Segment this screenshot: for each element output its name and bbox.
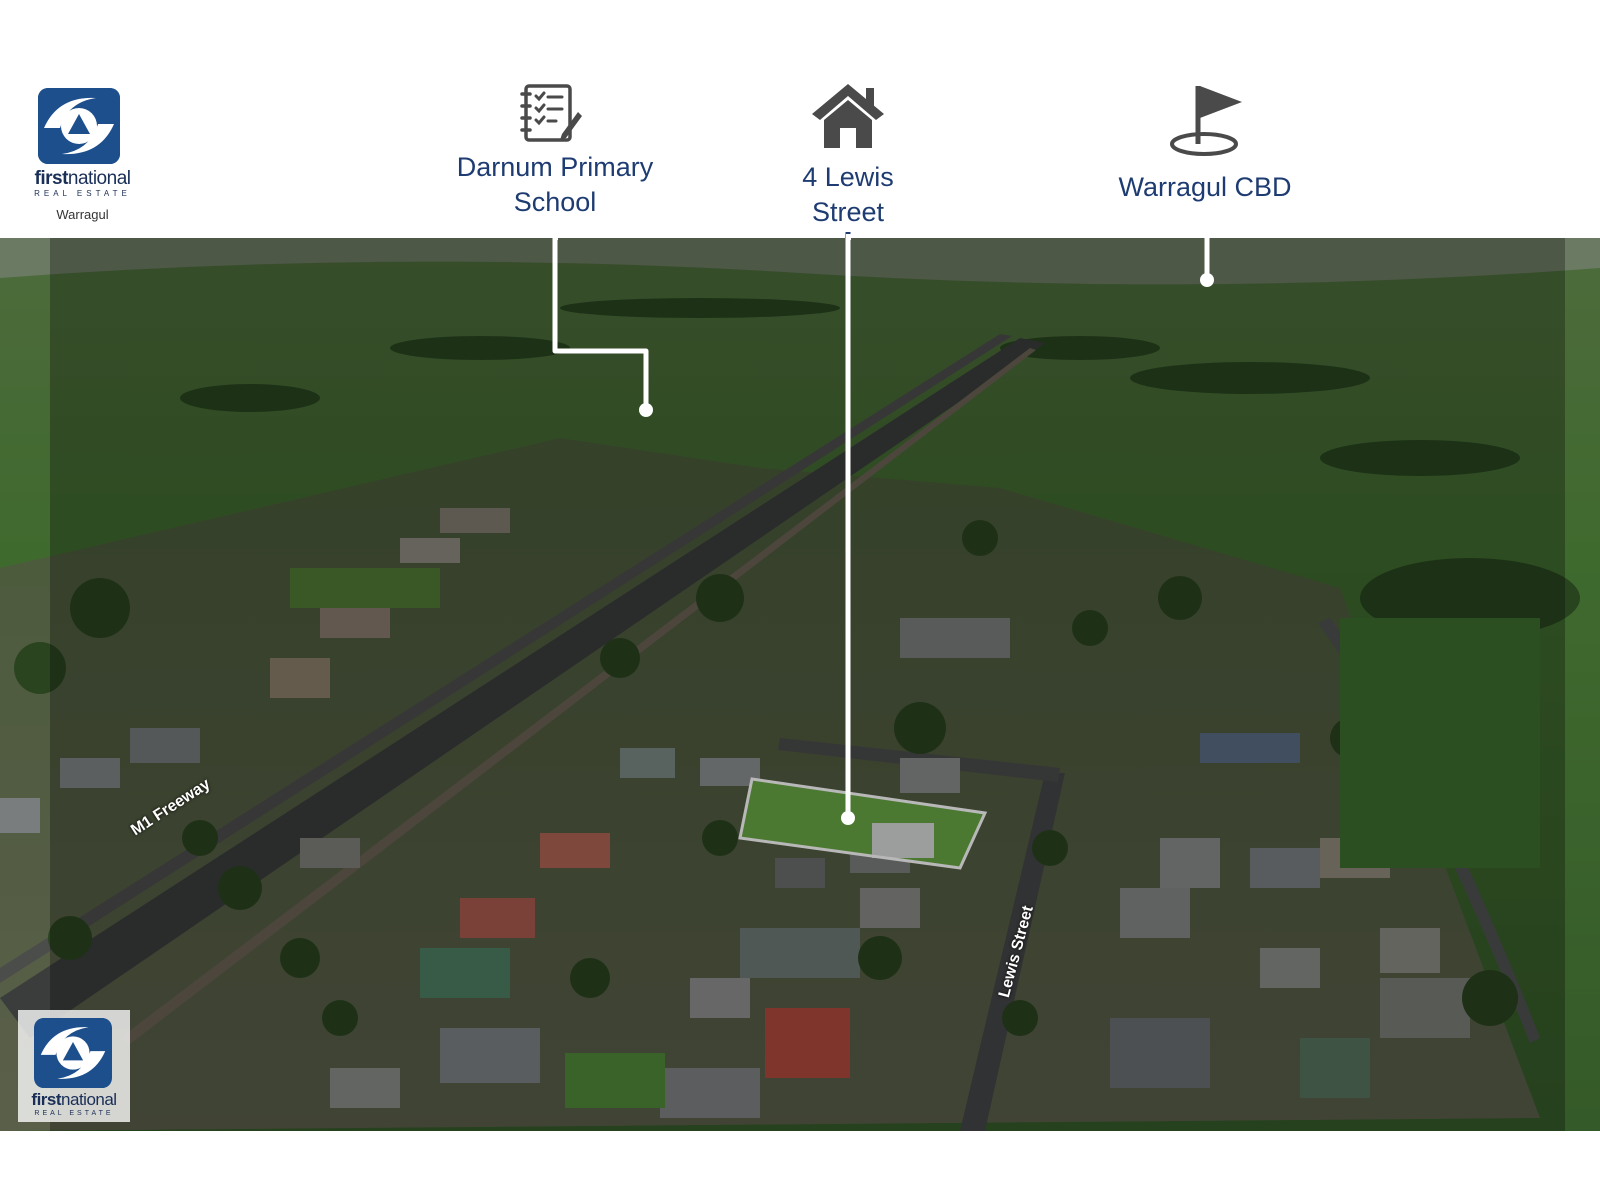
watermark-logo: firstnational REAL ESTATE xyxy=(18,1010,130,1122)
aerial-photo xyxy=(0,238,1600,1131)
marker-property xyxy=(841,811,855,825)
marker-school xyxy=(639,403,653,417)
poi-label-school: Darnum Primary School xyxy=(456,152,654,217)
connector-school-stem xyxy=(553,234,558,240)
watermark-brand-name: firstnational xyxy=(31,1090,117,1109)
poi-label-property: 4 Lewis Street xyxy=(802,162,894,227)
poi-label-cbd: Warragul CBD xyxy=(1118,172,1292,202)
marker-cbd xyxy=(1200,273,1214,287)
house-icon xyxy=(812,84,884,148)
watermark-brand-subtitle: REAL ESTATE xyxy=(34,1110,114,1117)
connector-property-stem xyxy=(846,234,851,240)
property-boundary xyxy=(738,777,988,870)
watermark-mark-icon xyxy=(34,1018,112,1088)
brand-mark-icon xyxy=(38,88,120,164)
brand-name: firstnational xyxy=(34,168,131,189)
connector-school xyxy=(552,238,649,411)
brand-office: Warragul xyxy=(56,207,109,222)
header-bar xyxy=(0,68,1600,238)
brand-subtitle: REAL ESTATE xyxy=(34,189,131,198)
golf-flag-pin-icon xyxy=(1170,86,1242,156)
clipboard-checklist-icon xyxy=(520,84,582,142)
brand-logo: firstnational REAL ESTATE Warragul xyxy=(20,84,145,234)
